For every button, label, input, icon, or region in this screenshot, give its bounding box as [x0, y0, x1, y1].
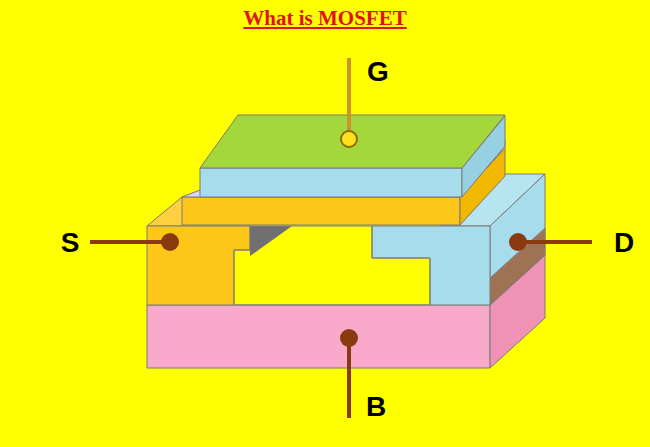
terminal-name: B	[366, 393, 386, 421]
body-contact	[340, 329, 358, 347]
oxide-front	[200, 168, 462, 197]
gap-back	[234, 226, 430, 305]
terminal-name: G	[367, 58, 389, 86]
source-wire	[90, 240, 168, 244]
gap-shadow	[250, 226, 292, 256]
substrate-front	[147, 305, 490, 368]
gate-contact	[341, 131, 357, 147]
drain-side-shade	[490, 228, 545, 305]
terminal-name: S	[61, 229, 80, 257]
drain-side	[490, 174, 545, 305]
body-wire	[347, 340, 351, 418]
source-front	[147, 226, 250, 305]
drain-wire	[520, 240, 592, 244]
page-title: What is MOSFET	[0, 6, 650, 31]
gate-wire	[347, 58, 351, 131]
gate-top	[200, 115, 505, 168]
drain-front	[372, 226, 490, 305]
source-contact	[161, 233, 179, 251]
drain-contact	[509, 233, 527, 251]
terminal-name: D	[614, 229, 634, 257]
channel-slab-front	[182, 197, 460, 225]
